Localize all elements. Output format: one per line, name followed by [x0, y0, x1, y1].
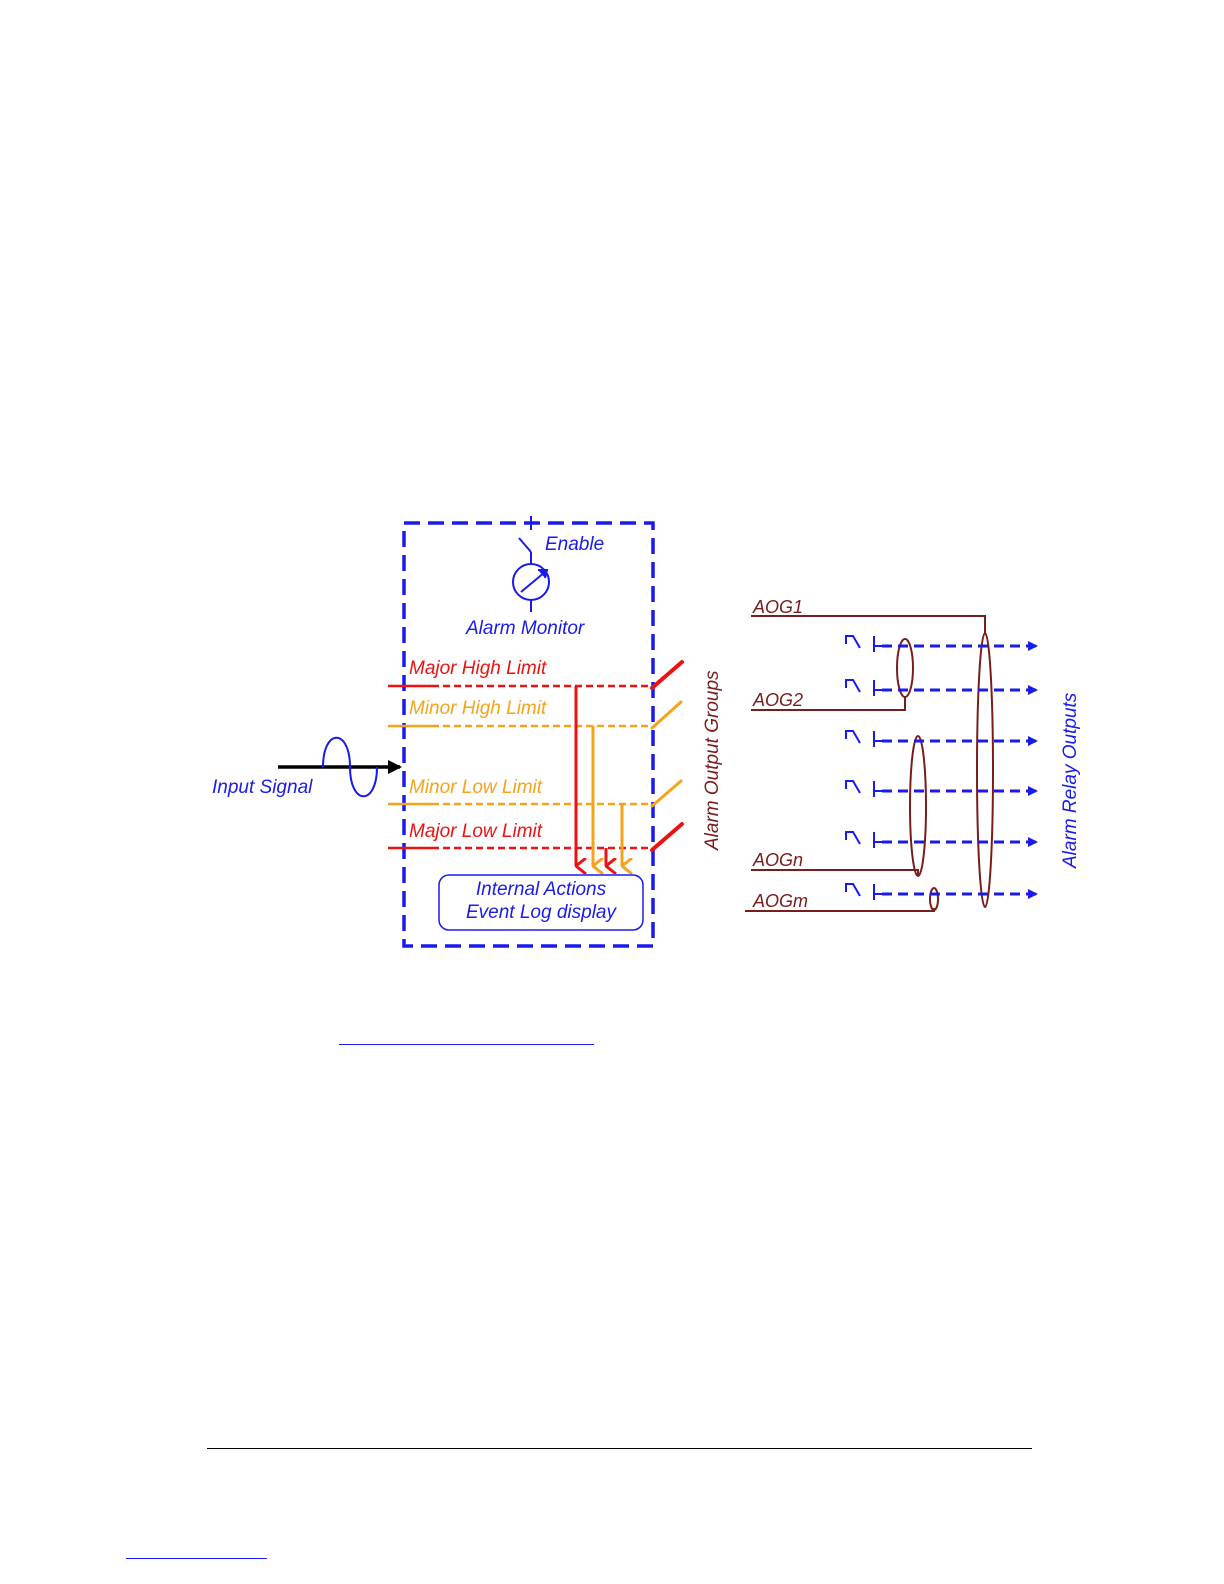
relay-contact-icon: [846, 636, 882, 652]
major-low-switch-icon: [652, 824, 682, 850]
aogm-label: AOGm: [752, 891, 808, 911]
aogn-label: AOGn: [752, 850, 803, 870]
aog-group-ellipses: [897, 633, 993, 910]
alarm-relay-outputs-label: Alarm Relay Outputs: [1060, 692, 1081, 869]
minor-high-limit-label: Minor High Limit: [409, 698, 547, 719]
relay-contact-icon: [846, 781, 882, 797]
major-high-switch-icon: [652, 662, 682, 688]
relay-outputs: [846, 636, 1036, 900]
internal-actions-line2: Event Log display: [466, 902, 617, 923]
alarm-monitor-label: Alarm Monitor: [465, 618, 585, 639]
relay-contact-icon: [846, 680, 882, 696]
link-underline: [339, 1044, 594, 1045]
footer-link-underline: [126, 1558, 267, 1559]
relay-contact-icon: [846, 731, 882, 747]
aog2-label: AOG2: [752, 690, 803, 710]
input-signal-label: Input Signal: [212, 777, 313, 798]
relay-contact-icon: [846, 832, 882, 848]
relay-output-row: [846, 781, 1036, 797]
enable-switch-icon: [519, 516, 538, 564]
footer-rule: [207, 1448, 1032, 1449]
internal-actions-line1: Internal Actions: [476, 879, 607, 900]
relay-contact-icon: [846, 884, 882, 900]
aog1-label: AOG1: [752, 597, 803, 617]
minor-low-switch-icon: [652, 781, 681, 806]
meter-icon: [513, 564, 549, 612]
relay-output-row: [846, 731, 1036, 747]
major-high-limit-label: Major High Limit: [409, 658, 547, 679]
relay-output-row: [846, 680, 1036, 696]
enable-label: Enable: [545, 534, 604, 555]
relay-output-row: [846, 884, 1036, 900]
relay-output-row: [846, 832, 1036, 848]
relay-output-row: [846, 636, 1036, 652]
major-low-limit-label: Major Low Limit: [409, 821, 543, 842]
minor-low-limit-label: Minor Low Limit: [409, 777, 543, 798]
alarm-output-groups-label: Alarm Output Groups: [702, 670, 723, 851]
minor-high-switch-icon: [652, 702, 681, 728]
